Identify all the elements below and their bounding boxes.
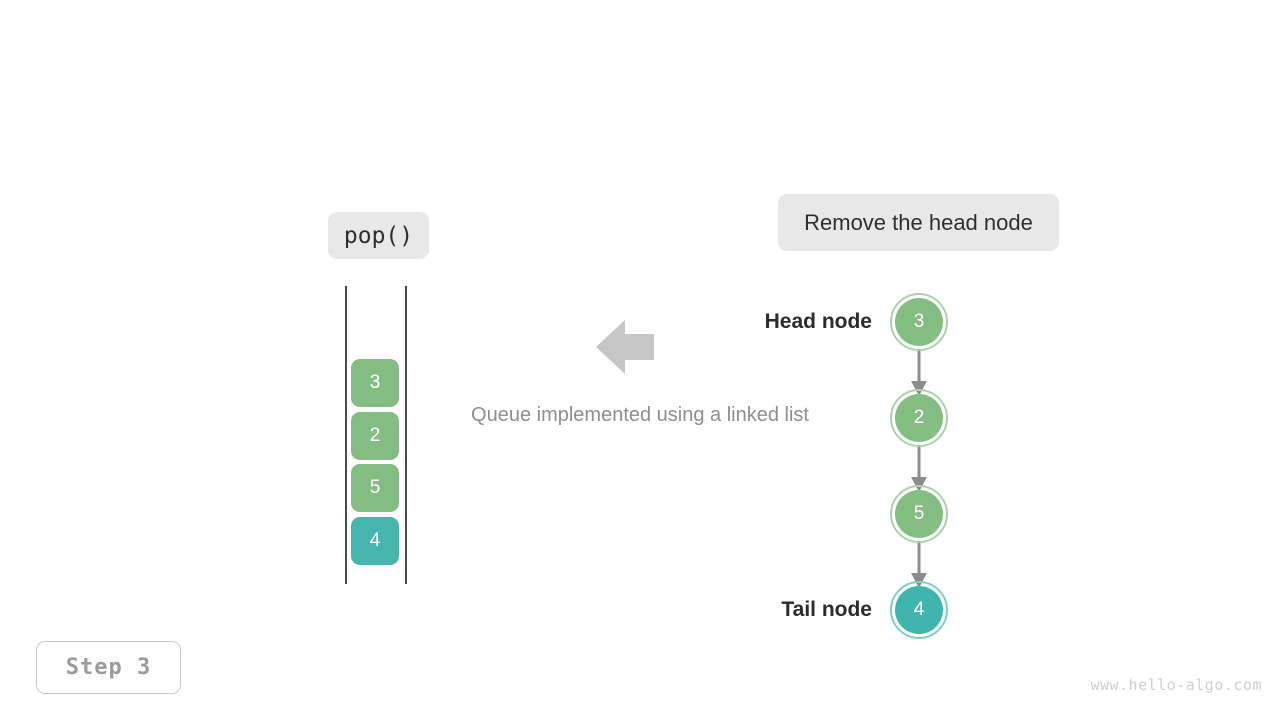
node-outer-ring — [890, 581, 948, 639]
array-cell: 2 — [351, 412, 399, 460]
array-cell-value: 2 — [369, 425, 381, 446]
operation-label: pop() — [343, 222, 414, 249]
linked-list-node: 3 — [890, 293, 948, 351]
node-value: 4 — [913, 599, 925, 620]
left-arrow-icon — [596, 320, 654, 374]
node-value: 3 — [913, 311, 925, 332]
array-rail-right — [405, 286, 407, 584]
array-cell-value: 4 — [369, 530, 381, 551]
head-node-label: Head node — [764, 310, 872, 333]
diagram-caption: Queue implemented using a linked list — [471, 404, 809, 426]
down-arrow-icon — [907, 351, 931, 397]
note-label: Remove the head node — [804, 209, 1033, 235]
node-circle: 5 — [895, 490, 943, 538]
linked-list-node: 2 — [890, 389, 948, 447]
linked-list-node: 4 — [890, 581, 948, 639]
array-rail-left — [345, 286, 347, 584]
down-arrow-icon — [907, 543, 931, 589]
node-circle: 4 — [895, 586, 943, 634]
operation-pill: pop() — [328, 212, 429, 259]
node-circle: 3 — [895, 298, 943, 346]
down-arrow-icon — [907, 447, 931, 493]
array-cell-value: 3 — [369, 372, 381, 393]
node-outer-ring — [890, 293, 948, 351]
array-cell-value: 5 — [369, 477, 381, 498]
tail-node-label: Tail node — [781, 598, 872, 621]
step-indicator: Step 3 — [36, 641, 181, 694]
array-cell: 4 — [351, 517, 399, 565]
linked-list-node: 5 — [890, 485, 948, 543]
node-value: 5 — [913, 503, 925, 524]
array-cell: 3 — [351, 359, 399, 407]
array-cell: 5 — [351, 464, 399, 512]
node-outer-ring — [890, 485, 948, 543]
node-value: 2 — [913, 407, 925, 428]
note-pill: Remove the head node — [778, 194, 1059, 251]
node-circle: 2 — [895, 394, 943, 442]
node-outer-ring — [890, 389, 948, 447]
step-label: Step 3 — [65, 655, 152, 680]
watermark: www.hello-algo.com — [1090, 676, 1262, 694]
